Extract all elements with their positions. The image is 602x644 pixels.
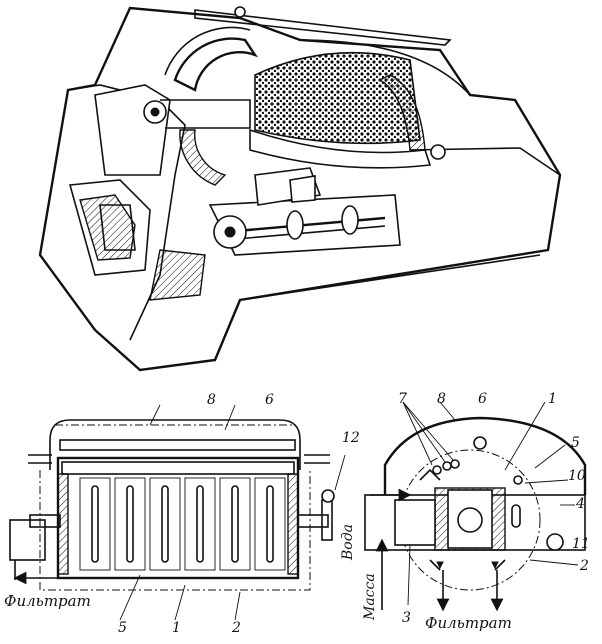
drum-end-right — [287, 473, 299, 575]
agitator-paddle-2 — [341, 205, 359, 235]
drive-gear — [321, 489, 335, 503]
drum-shaft — [457, 507, 483, 533]
label-8r: 8 — [437, 391, 446, 407]
label-filtrate-left: Фильтрат — [4, 592, 91, 610]
leader-8 — [149, 404, 161, 426]
label-2r: 2 — [579, 558, 589, 574]
label-6: 6 — [265, 392, 274, 408]
trough-edge — [409, 147, 561, 176]
leader-5 — [119, 574, 141, 621]
drum-end-left — [57, 473, 69, 575]
pipe-fitting — [234, 6, 246, 18]
drive-hub — [321, 499, 333, 541]
leader-7a — [402, 401, 433, 466]
label-1r: 1 — [548, 391, 557, 407]
scraper-pivot — [430, 144, 446, 160]
agitator-paddle-1 — [286, 210, 304, 240]
housing-top — [383, 416, 587, 495]
leader-10r — [524, 479, 569, 484]
label-7: 7 — [398, 391, 407, 407]
label-2: 2 — [231, 620, 241, 636]
spray-pipe-section — [59, 439, 296, 451]
shaft-right — [297, 514, 329, 528]
drum-ring-band — [173, 37, 259, 92]
spray-nozzle-2 — [442, 461, 452, 471]
longitudinal-section: 8 6 12 5 1 2 Фильтрат — [4, 392, 360, 636]
label-1: 1 — [172, 620, 181, 636]
leader-3r — [407, 544, 411, 606]
agitator-shaft-lower — [224, 225, 386, 241]
filter-cake — [254, 51, 421, 145]
leader-1r — [504, 401, 546, 471]
leader-7c — [402, 401, 454, 461]
label-5r: 5 — [571, 435, 580, 451]
base-edge — [239, 254, 541, 301]
spray-pipe — [194, 9, 452, 46]
leader-2r — [529, 559, 579, 566]
spray-nozzle-3 — [450, 459, 460, 469]
scraper-slot — [511, 504, 521, 528]
label-5: 5 — [118, 620, 127, 636]
label-6r: 6 — [478, 391, 487, 407]
hood — [299, 39, 471, 96]
leader-8r — [439, 401, 456, 421]
tank-outline-section — [39, 470, 311, 591]
base-support — [149, 249, 206, 301]
bracket-right — [304, 454, 330, 464]
filter-cells — [79, 477, 286, 571]
bracket-left — [28, 454, 52, 464]
drum-shell — [61, 461, 295, 475]
drum-surface — [249, 128, 432, 169]
hopper-mark-left — [436, 561, 444, 570]
scraper-roll — [513, 475, 523, 485]
label-8: 8 — [207, 392, 216, 408]
label-10r: 10 — [568, 468, 586, 484]
drum-segment — [179, 129, 227, 186]
discharge-roll — [546, 533, 564, 551]
hopper-mark-right — [491, 561, 499, 570]
isometric-cutaway-view — [38, 6, 562, 372]
bearing-housing — [94, 84, 171, 176]
hopper — [429, 559, 506, 571]
tank-outline — [38, 6, 562, 372]
spray-nozzle-1 — [432, 465, 442, 475]
label-11r: 11 — [572, 536, 590, 552]
shaft — [160, 99, 251, 129]
leader-6 — [224, 404, 236, 431]
label-12: 12 — [342, 430, 360, 446]
valve-cap — [289, 175, 316, 203]
vacuum-pipe — [473, 436, 487, 450]
shaft-end — [150, 107, 160, 117]
leader-7b — [402, 401, 446, 463]
frame-window — [68, 179, 151, 276]
label-filtrate-right: Фильтрат — [425, 614, 512, 632]
spray-header — [419, 468, 441, 481]
drum-ring — [164, 26, 251, 76]
frame-window-inner — [79, 194, 136, 261]
leader-5r — [534, 444, 566, 469]
agitator-hub — [224, 226, 236, 238]
hood-outline — [49, 419, 301, 470]
filtrate-valve — [9, 519, 46, 561]
mass-inlet — [394, 499, 436, 546]
cross-section: 7 8 6 1 5 10 4 11 2 3 Вода Масса Фильтра… — [340, 391, 590, 632]
leader-1 — [174, 584, 186, 621]
frame-block — [99, 204, 136, 251]
label-mass: Масса — [362, 573, 378, 621]
label-4r: 4 — [575, 496, 585, 512]
leader-2 — [234, 591, 241, 621]
agitator-shaft — [224, 216, 386, 234]
label-water: Вода — [340, 524, 356, 561]
label-3r: 3 — [402, 610, 411, 626]
leader-12 — [334, 454, 346, 491]
drum-section — [56, 456, 300, 580]
